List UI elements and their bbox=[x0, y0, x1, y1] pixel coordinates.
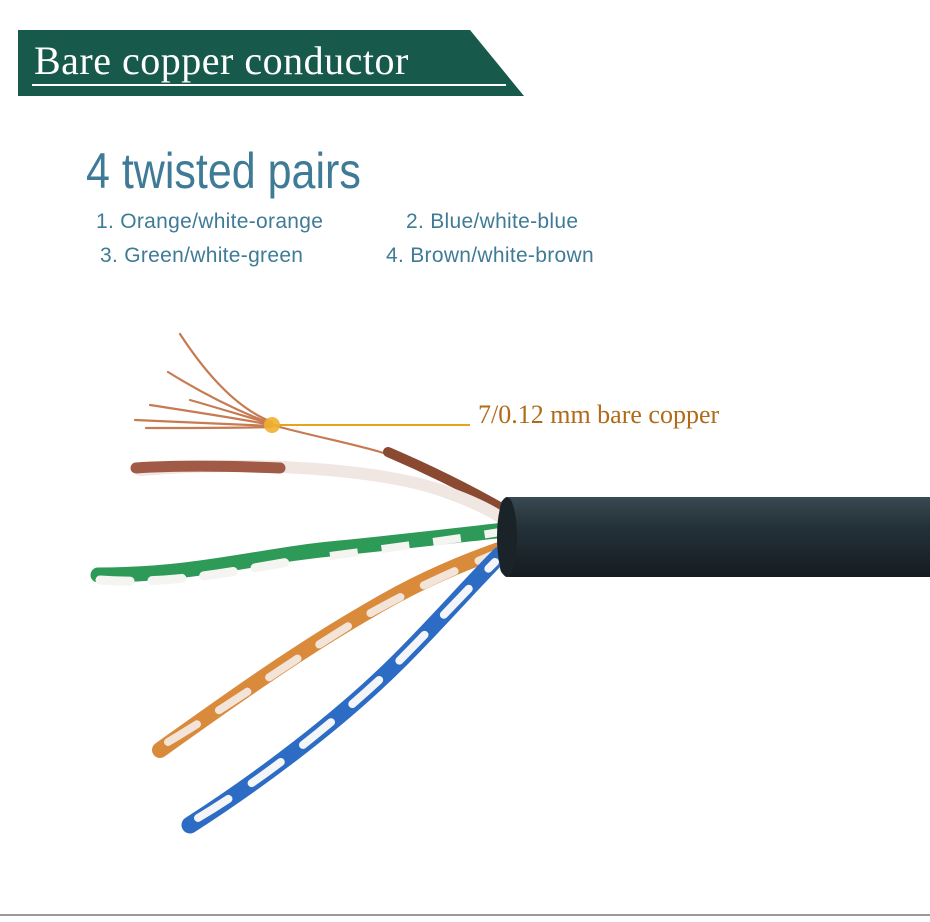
callout-label: 7/0.12 mm bare copper bbox=[478, 400, 720, 429]
brown-wire bbox=[383, 447, 510, 515]
white-green-wire bbox=[95, 555, 305, 586]
pair-item-orange: 1. Orange/white-orange bbox=[96, 210, 324, 233]
pair-item-green: 3. Green/white-green bbox=[100, 244, 304, 267]
pairs-heading: 4 twisted pairs bbox=[86, 143, 361, 199]
white-blue-wire bbox=[194, 558, 499, 822]
callout-dot bbox=[264, 417, 280, 433]
pair-item-brown: 4. Brown/white-brown bbox=[386, 244, 594, 267]
banner-underline bbox=[32, 84, 506, 86]
white-orange-wire bbox=[164, 548, 504, 746]
cable-illustration bbox=[90, 332, 930, 834]
banner-title: Bare copper conductor bbox=[34, 38, 409, 83]
pair-item-blue: 2. Blue/white-blue bbox=[406, 210, 579, 233]
title-banner: Bare copper conductor bbox=[18, 30, 524, 96]
brown-tip-wire bbox=[130, 460, 286, 474]
copper-strands bbox=[133, 332, 392, 457]
cable-jacket bbox=[500, 497, 930, 577]
white-brown-wire bbox=[134, 460, 511, 526]
bottom-divider bbox=[0, 914, 930, 916]
